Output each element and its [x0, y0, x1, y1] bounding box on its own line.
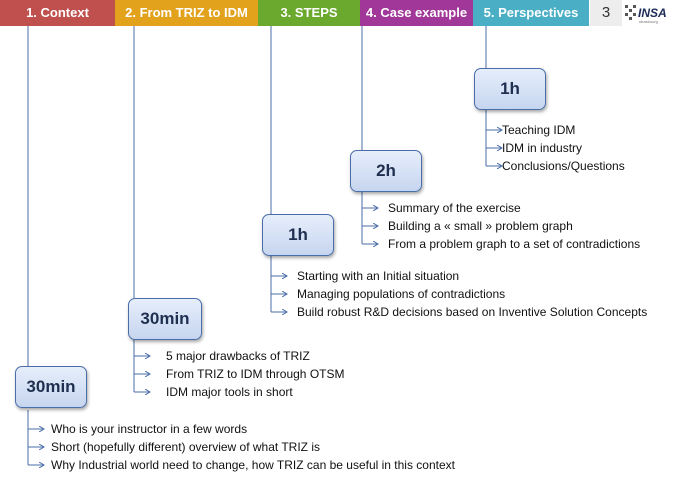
- list-item: Summary of the exercise: [388, 201, 521, 215]
- duration-box-case-example: 2h: [350, 150, 422, 192]
- list-item: Building a « small » problem graph: [388, 219, 573, 233]
- tab-perspectives[interactable]: 5. Perspectives: [473, 0, 589, 26]
- list-item: Build robust R&D decisions based on Inve…: [297, 305, 648, 319]
- list-item: Teaching IDM: [502, 123, 576, 137]
- list-item: Why Industrial world need to change, how…: [51, 458, 455, 472]
- logo-text: INSA: [638, 6, 667, 20]
- context-items: Who is your instructor in a few words Sh…: [51, 420, 455, 474]
- list-item: IDM major tools in short: [166, 385, 293, 399]
- list-item: 5 major drawbacks of TRIZ: [166, 349, 310, 363]
- list-item: Starting with an Initial situation: [297, 269, 460, 283]
- insa-logo: INSA strasbourg: [625, 5, 667, 24]
- duration-box-steps: 1h: [262, 214, 334, 256]
- perspectives-items: Teaching IDM IDM in industry Conclusions…: [502, 121, 625, 175]
- list-item: Short (hopefully different) overview of …: [51, 440, 321, 454]
- triz-to-idm-items: 5 major drawbacks of TRIZ From TRIZ to I…: [166, 347, 344, 401]
- list-item: Managing populations of contradictions: [297, 287, 506, 301]
- tab-case-example[interactable]: 4. Case example: [360, 0, 473, 26]
- slide-number: 3: [590, 0, 622, 26]
- section-tab-bar: 1. Context 2. From TRIZ to IDM 3. STEPS …: [0, 0, 679, 26]
- tab-from-triz-to-idm[interactable]: 2. From TRIZ to IDM: [115, 0, 258, 26]
- duration-box-context: 30min: [15, 366, 87, 408]
- list-item: Who is your instructor in a few words: [51, 422, 248, 436]
- list-item: From a problem graph to a set of contrad…: [388, 237, 641, 251]
- svg-text:strasbourg: strasbourg: [639, 19, 658, 24]
- list-item: Conclusions/Questions: [502, 159, 625, 173]
- duration-box-perspectives: 1h: [474, 68, 546, 110]
- tab-context[interactable]: 1. Context: [0, 0, 115, 26]
- case-example-items: Summary of the exercise Building a « sma…: [388, 199, 640, 253]
- tab-steps[interactable]: 3. STEPS: [258, 0, 360, 26]
- duration-box-triz-to-idm: 30min: [128, 298, 202, 340]
- list-item: From TRIZ to IDM through OTSM: [166, 367, 345, 381]
- list-item: IDM in industry: [502, 141, 583, 155]
- steps-items: Starting with an Initial situation Manag…: [297, 267, 647, 321]
